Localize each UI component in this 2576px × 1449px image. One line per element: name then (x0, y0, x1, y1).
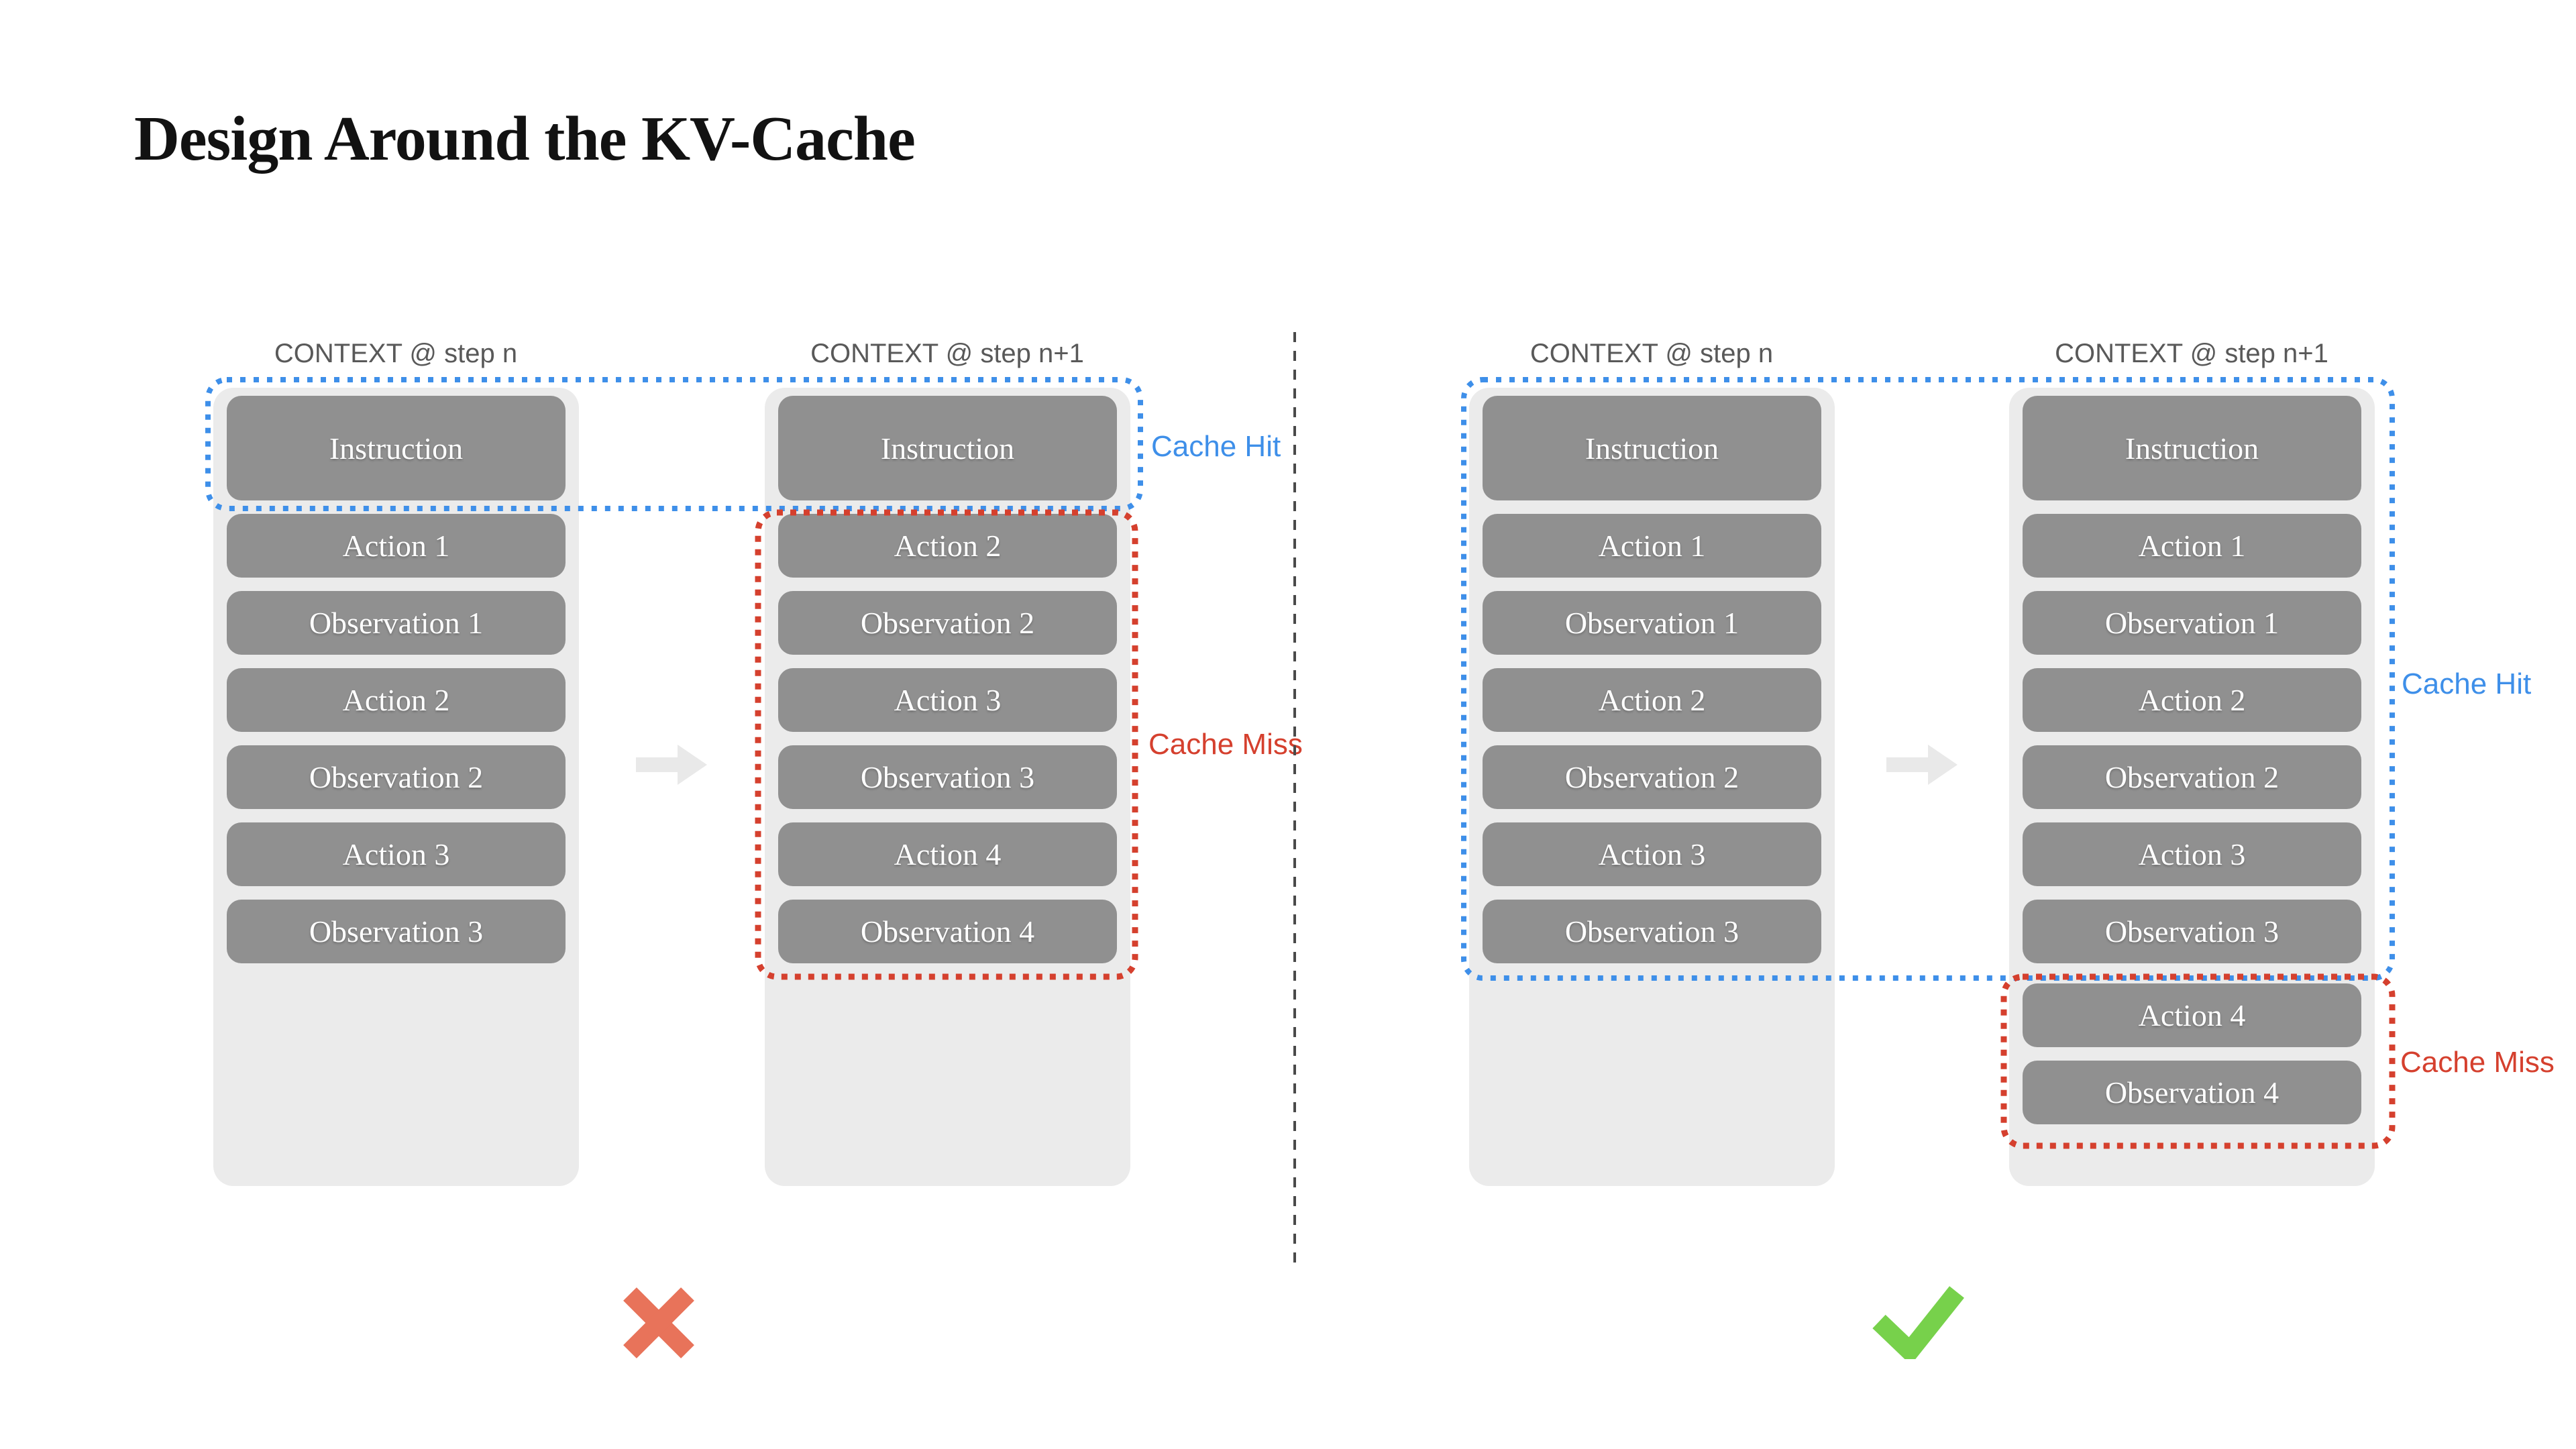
action-1-box: Action 1 (2023, 514, 2361, 578)
cross-icon (623, 1287, 694, 1358)
action-3-box: Action 3 (778, 668, 1117, 732)
action-4-box: Action 4 (778, 822, 1117, 886)
observation-4-box: Observation 4 (2023, 1061, 2361, 1124)
observation-1-box: Observation 1 (1483, 591, 1821, 655)
cache-miss-label-left: Cache Miss (1148, 728, 1303, 761)
observation-3-box: Observation 3 (1483, 900, 1821, 963)
action-4-box: Action 4 (2023, 983, 2361, 1047)
observation-1-box: Observation 1 (227, 591, 566, 655)
observation-1-box: Observation 1 (2023, 591, 2361, 655)
observation-4-box: Observation 4 (778, 900, 1117, 963)
cache-miss-label-right: Cache Miss (2400, 1046, 2555, 1079)
context-step-n-header-left: CONTEXT @ step n (274, 339, 518, 368)
observation-3-box: Observation 3 (227, 900, 566, 963)
action-3-box: Action 3 (227, 822, 566, 886)
step-transition-arrow-icon (1886, 745, 1957, 785)
instruction-box: Instruction (2023, 396, 2361, 500)
context-step-n1-header-right: CONTEXT @ step n+1 (2055, 339, 2328, 368)
observation-3-box: Observation 3 (2023, 900, 2361, 963)
observation-3-box: Observation 3 (778, 745, 1117, 809)
action-2-box: Action 2 (227, 668, 566, 732)
action-1-box: Action 1 (227, 514, 566, 578)
action-2-box: Action 2 (2023, 668, 2361, 732)
observation-2-box: Observation 2 (227, 745, 566, 809)
page-title: Design Around the KV-Cache (134, 104, 916, 174)
check-icon (1872, 1286, 1964, 1359)
step-transition-arrow-icon (636, 745, 707, 785)
instruction-box: Instruction (778, 396, 1117, 500)
cache-hit-label-left: Cache Hit (1151, 430, 1281, 463)
action-2-box: Action 2 (778, 514, 1117, 578)
context-step-n-header-right: CONTEXT @ step n (1529, 339, 1774, 368)
action-3-box: Action 3 (2023, 822, 2361, 886)
observation-2-box: Observation 2 (2023, 745, 2361, 809)
instruction-box: Instruction (227, 396, 566, 500)
action-2-box: Action 2 (1483, 668, 1821, 732)
context-step-n1-header-left: CONTEXT @ step n+1 (810, 339, 1084, 368)
instruction-box: Instruction (1483, 396, 1821, 500)
observation-2-box: Observation 2 (1483, 745, 1821, 809)
action-3-box: Action 3 (1483, 822, 1821, 886)
cache-hit-label-right: Cache Hit (2402, 667, 2532, 700)
observation-2-box: Observation 2 (778, 591, 1117, 655)
section-divider (1293, 332, 1296, 1265)
action-1-box: Action 1 (1483, 514, 1821, 578)
